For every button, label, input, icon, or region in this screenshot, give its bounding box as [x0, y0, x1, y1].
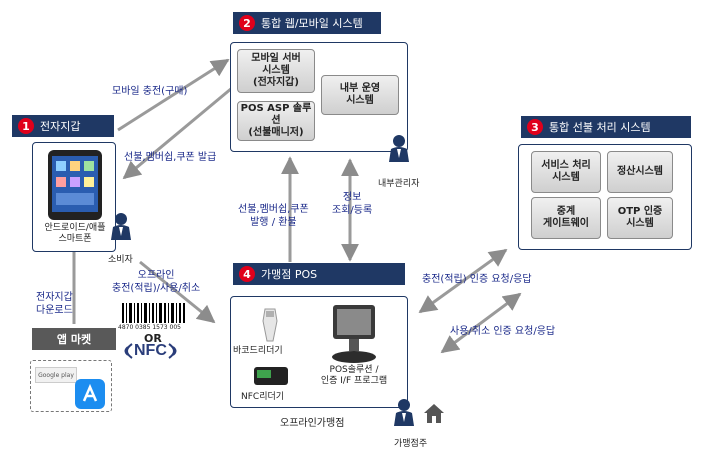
smartphone-caption: 안드로이드/애플 스마트폰 — [44, 223, 106, 244]
app-store-icon — [75, 379, 105, 409]
pos-asp-box: POS ASP 솔루션 (선불매니저) — [237, 101, 315, 141]
consumer-caption: 소비자 — [108, 255, 133, 265]
house-icon — [424, 404, 444, 423]
arrow-mobile-charge — [117, 58, 230, 132]
barcode-reader-icon — [262, 308, 278, 342]
internal-ops-box: 내부 운영 시스템 — [321, 75, 399, 115]
label-mobile-charge: 모바일 충전(구매) — [112, 86, 188, 97]
barcode-reader-caption: 바코드리더기 — [233, 346, 283, 356]
nfc-waves-right-icon — [168, 343, 177, 359]
admin-icon — [389, 135, 409, 162]
mobile-server-box: 모바일 서버 시스템 (전자지갑) — [237, 49, 315, 93]
admin-caption: 내부관리자 — [378, 179, 420, 189]
integrated-web-title: 통합 웹/모바일 시스템 — [261, 17, 363, 30]
store-owner-icon — [394, 399, 414, 426]
wallet-number-badge: 1 — [18, 118, 34, 134]
pos-terminal-icon — [332, 305, 376, 363]
integrated-web-panel: 모바일 서버 시스템 (전자지갑) POS ASP 솔루션 (선불매니저) 내부… — [230, 42, 408, 152]
pos-panel: 바코드리더기 NFC리더기 POS솔루션 / 인증 I/F 프로그램 — [230, 296, 408, 408]
prepaid-title: 통합 선불 처리 시스템 — [549, 121, 651, 134]
pos-header: 4 가맹점 POS — [233, 263, 405, 285]
prepaid-header: 3 통합 선불 처리 시스템 — [521, 116, 691, 138]
barcode-digits: 4870 0385 1573 005 — [118, 324, 181, 331]
wallet-header: 1 전자지갑 — [12, 115, 114, 137]
label-charge-auth: 충전(적립) 인증 요청/응답 — [422, 274, 532, 285]
label-info-query: 정보 조회/등록 — [332, 192, 373, 216]
nfc-text: NFC — [134, 342, 167, 359]
integrated-web-number-badge: 2 — [239, 15, 255, 31]
pos-title: 가맹점 POS — [261, 268, 318, 281]
arrow-offline-charge — [139, 260, 216, 324]
prepaid-panel: 서비스 처리 시스템 정산시스템 중계 게이트웨이 OTP 인증 시스템 — [518, 144, 692, 250]
pos-solution-caption: POS솔루션 / 인증 I/F 프로그램 — [320, 365, 388, 386]
pos-number-badge: 4 — [239, 266, 255, 282]
arrow-charge-auth — [418, 248, 508, 314]
consumer-icon — [111, 213, 131, 240]
app-market-header: 앱 마켓 — [32, 328, 116, 350]
label-issue-coupon: 선불,멤버쉽,쿠폰 발급 — [124, 152, 217, 163]
nfc-logo: NFC — [120, 342, 181, 360]
label-issue-refund: 선불,멤버쉽,쿠폰 발행 / 환불 — [238, 204, 309, 228]
prepaid-number-badge: 3 — [527, 119, 543, 135]
arrow-use-cancel-auth — [440, 292, 522, 354]
integrated-web-header: 2 통합 웹/모바일 시스템 — [233, 12, 381, 34]
store-owner-caption: 가맹점주 — [394, 439, 428, 449]
nfc-reader-caption: NFC리더기 — [241, 392, 285, 402]
offline-store-caption: 오프라인가맹점 — [280, 418, 345, 429]
wallet-panel: 안드로이드/애플 스마트폰 — [32, 142, 116, 252]
nfc-waves-left-icon — [124, 343, 133, 359]
settlement-box: 정산시스템 — [607, 151, 673, 193]
service-box: 서비스 처리 시스템 — [531, 151, 601, 193]
label-use-cancel-auth: 사용/취소 인증 요청/응답 — [450, 326, 556, 337]
barcode-icon — [122, 303, 185, 323]
label-wallet-download: 전자지갑 다운로드 — [36, 292, 73, 316]
nfc-reader-icon — [254, 367, 288, 385]
or-text: OR — [144, 332, 162, 345]
otp-box: OTP 인증 시스템 — [607, 197, 673, 239]
label-offline-charge: 오프라인 충전(적립)/사용/취소 — [112, 270, 201, 294]
app-market-panel: Google play — [30, 360, 112, 412]
smartphone-icon — [48, 150, 102, 220]
google-play-badge: Google play — [35, 367, 77, 383]
arrow-issue-coupon — [122, 86, 233, 180]
wallet-title: 전자지갑 — [40, 120, 81, 133]
relay-box: 중계 게이트웨이 — [531, 197, 601, 239]
